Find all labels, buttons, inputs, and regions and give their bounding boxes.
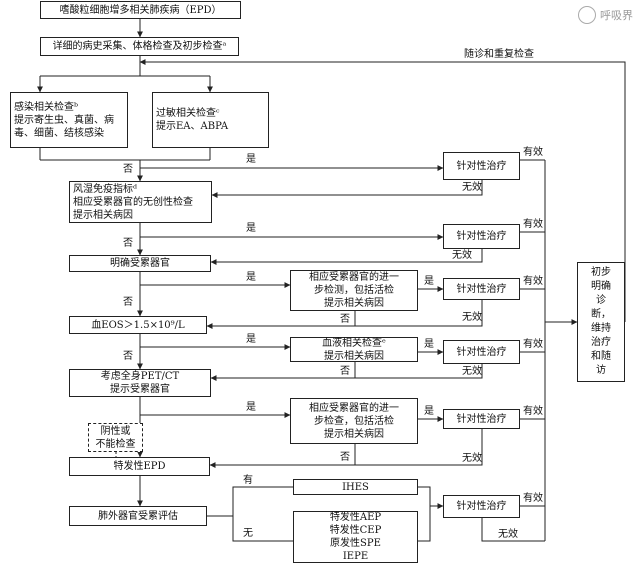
box-negative: 阴性或 不能检查 — [88, 423, 143, 452]
label-yes-5: 是 — [246, 402, 256, 413]
arrow-treat5-ineffective — [355, 429, 483, 466]
label-yes-3b: 是 — [424, 276, 434, 287]
label-yes-5b: 是 — [424, 406, 434, 417]
line-aep-to-treat6 — [418, 506, 431, 542]
box-blood: 血液相关检查ᵉ 提示相关病因 — [290, 337, 418, 362]
label-effective-6: 有效 — [523, 493, 543, 504]
box-rheum: 风湿免疫指标ᵈ 相应受累器官的无创性检查 提示相关病因 — [69, 181, 212, 223]
label-no-4b: 否 — [340, 366, 350, 377]
arrow-treat2-ineffective — [210, 249, 483, 265]
box-history: 详细的病史采集、体格检查及初步检查ᵃ — [40, 37, 239, 56]
box-treatment-4: 针对性治疗 — [443, 340, 520, 364]
arrow-treat4-ineffective — [355, 364, 483, 379]
box-eos: 血EOS＞1.5×10⁹/L — [69, 316, 207, 334]
label-no-2: 否 — [123, 238, 133, 249]
box-idiopathic-epd: 特发性EPD — [69, 457, 210, 476]
label-has: 有 — [243, 475, 253, 486]
label-yes-4b: 是 — [424, 339, 434, 350]
label-no-5b: 否 — [340, 452, 350, 463]
label-effective-5: 有效 — [523, 406, 543, 417]
box-treatment-6: 针对性治疗 — [443, 495, 520, 518]
label-ineffective-3: 无效 — [462, 312, 482, 323]
box-treatment-2: 针对性治疗 — [443, 224, 520, 249]
label-effective-2: 有效 — [523, 219, 543, 230]
box-organ-further: 相应受累器官的进一 步检测，包括活检 提示相关病因 — [290, 270, 418, 311]
label-effective-3: 有效 — [523, 276, 543, 287]
box-final: 初步明确诊断，维持治疗和随访 — [577, 262, 625, 382]
arrow-pet-further-no — [209, 444, 356, 468]
box-pet: 考虑全身PET/CT 提示受累器官 — [69, 369, 211, 397]
label-ineffective-4: 无效 — [462, 366, 482, 377]
box-ihes: IHES — [293, 479, 418, 495]
arrow-treat3-ineffective — [355, 300, 483, 327]
label-yes-4: 是 — [246, 334, 256, 345]
label-no-3b: 否 — [340, 314, 350, 325]
box-treatment-3: 针对性治疗 — [443, 278, 520, 300]
label-effective-4: 有效 — [523, 339, 543, 350]
label-yes-1: 是 — [246, 154, 256, 165]
label-ineffective-5: 无效 — [462, 453, 482, 464]
box-title: 嗜酸粒细胞增多相关肺疾病（EPD） — [40, 1, 241, 19]
arrow-organ-further-no — [206, 311, 356, 329]
label-no-4: 否 — [123, 351, 133, 362]
label-no-1: 否 — [123, 164, 133, 175]
arrow-blood-no — [210, 362, 356, 381]
label-yes-2: 是 — [246, 223, 256, 234]
label-no-3: 否 — [123, 297, 133, 308]
label-ineffective-6: 无效 — [498, 529, 518, 540]
box-organ: 明确受累器官 — [69, 255, 211, 272]
arrow-followup-loop — [139, 59, 626, 322]
line-extra-none — [232, 516, 293, 542]
box-treatment-5: 针对性治疗 — [443, 409, 520, 429]
box-treatment-1: 针对性治疗 — [443, 152, 520, 180]
label-none: 无 — [243, 528, 253, 539]
box-aep-group: 特发性AEP 特发性CEP 原发性SPE IEPE — [293, 511, 418, 563]
label-ineffective-2: 无效 — [452, 250, 472, 261]
watermark: 呼吸界 — [578, 6, 633, 24]
label-effective-1: 有效 — [523, 147, 543, 158]
box-allergy: 过敏相关检查ᶜ 提示EA、ABPA — [152, 92, 269, 148]
label-ineffective-1: 无效 — [462, 182, 482, 193]
label-followup: 随诊和重复检查 — [464, 49, 534, 60]
watermark-seal-icon — [578, 6, 596, 24]
watermark-text: 呼吸界 — [600, 9, 633, 22]
line-treat6-ineffective — [481, 518, 545, 542]
arrow-to-treat6 — [418, 486, 444, 509]
box-extra-organ: 肺外器官受累评估 — [69, 506, 207, 526]
box-pet-further: 相应受累器官的进一 步检查，包括活检 提示相关病因 — [290, 398, 418, 444]
line-extra-branch — [207, 486, 293, 517]
box-infection: 感染相关检查ᵇ 提示寄生虫、真菌、病 毒、细菌、结核感染 — [10, 92, 128, 148]
arrow-treat1-ineffective — [211, 180, 483, 198]
label-yes-3: 是 — [246, 272, 256, 283]
